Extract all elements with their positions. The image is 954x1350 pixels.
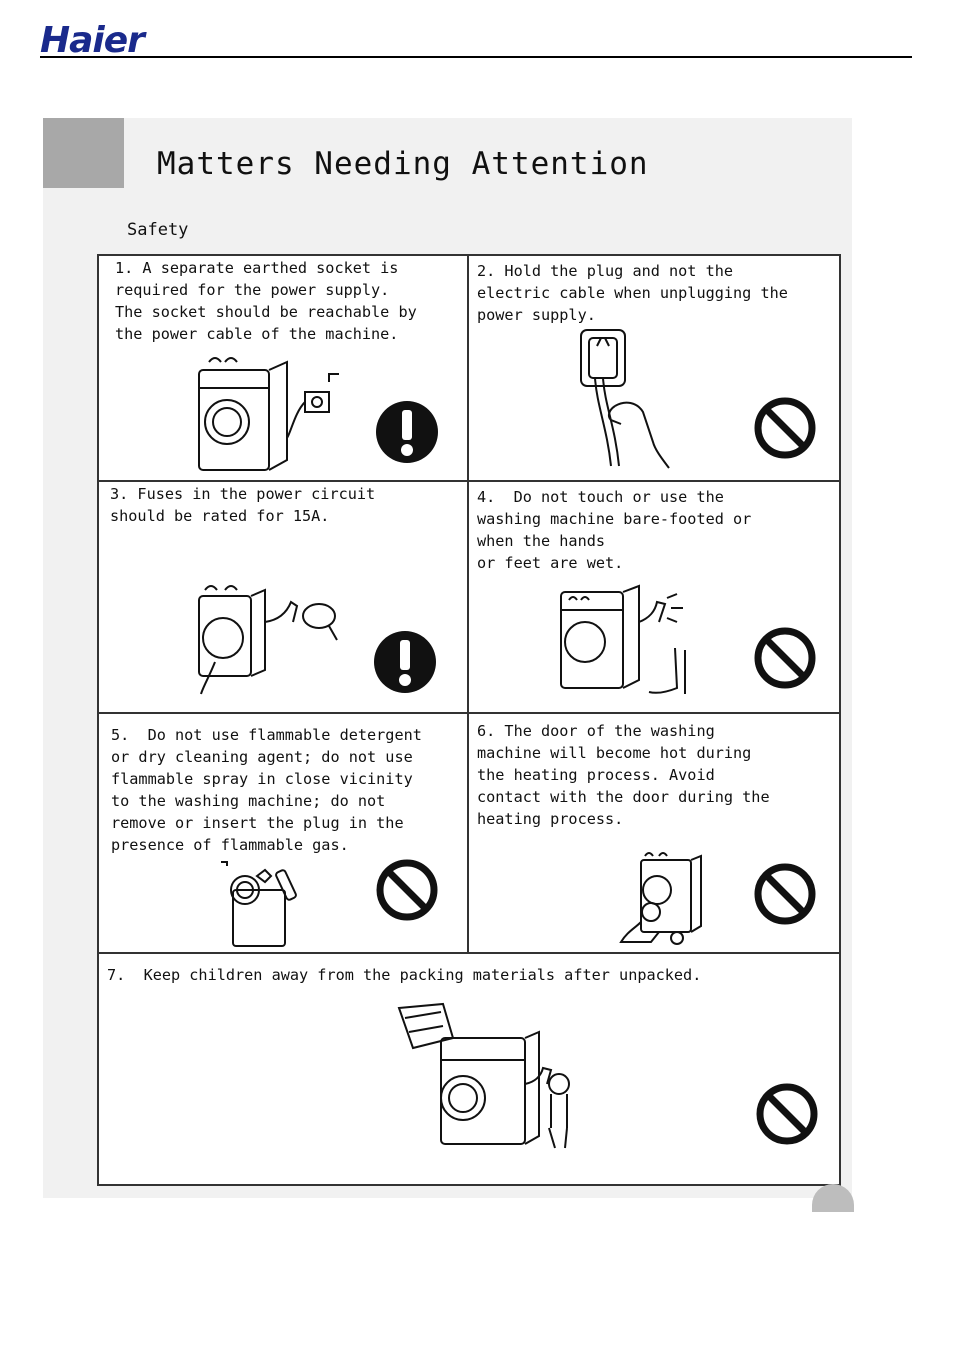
prohibited-icon (754, 397, 816, 459)
safety-item: 4. Do not touch or use the washing machi… (469, 482, 839, 712)
prohibited-icon (756, 1083, 818, 1145)
safety-item-text: 7. Keep children away from the packing m… (107, 966, 702, 984)
section-label: Safety (127, 220, 189, 240)
safety-item: 1. A separate earthed socket is required… (99, 256, 467, 480)
exclamation-icon (376, 401, 438, 463)
grid-divider (99, 952, 839, 954)
prohibited-icon (754, 863, 816, 925)
header-rule (40, 56, 912, 58)
safety-item: 2. Hold the plug and not the electric ca… (469, 256, 839, 480)
washing-machine-socket-illustration (198, 357, 339, 471)
flammable-spray-illustration (221, 861, 297, 947)
safety-item-text: 5. Do not use flammable detergent or dry… (111, 726, 422, 854)
page-corner-mark (812, 1184, 854, 1212)
safety-item: 5. Do not use flammable detergent or dry… (99, 714, 467, 952)
safety-grid: 1. A separate earthed socket is required… (97, 254, 841, 1186)
safety-item: 6. The door of the washing machine will … (469, 714, 839, 952)
prohibited-icon (376, 859, 438, 921)
grid-divider (99, 480, 839, 482)
prohibited-icon (754, 627, 816, 689)
safety-item-text: 6. The door of the washing machine will … (477, 722, 770, 828)
grid-divider (99, 712, 839, 714)
haier-logo: Haier (40, 20, 145, 61)
exclamation-icon (374, 631, 436, 693)
section-tab (43, 118, 124, 188)
safety-item-text: 3. Fuses in the power circuit should be … (110, 485, 376, 525)
hot-door-child-illustration (619, 852, 702, 945)
plug-hand-illustration (580, 329, 670, 469)
safety-item-text: 4. Do not touch or use the washing machi… (477, 488, 752, 572)
washing-machine-fuse-illustration (198, 585, 338, 695)
child-packing-materials-illustration (397, 1002, 570, 1149)
grid-divider (467, 256, 469, 952)
safety-item: 7. Keep children away from the packing m… (99, 954, 839, 1184)
safety-item-text: 2. Hold the plug and not the electric ca… (477, 262, 788, 324)
safety-item-text: 1. A separate earthed socket is required… (115, 259, 417, 343)
safety-item: 3. Fuses in the power circuit should be … (99, 482, 467, 712)
wet-hands-barefoot-illustration (560, 584, 686, 694)
page-title: Matters Needing Attention (157, 146, 649, 182)
